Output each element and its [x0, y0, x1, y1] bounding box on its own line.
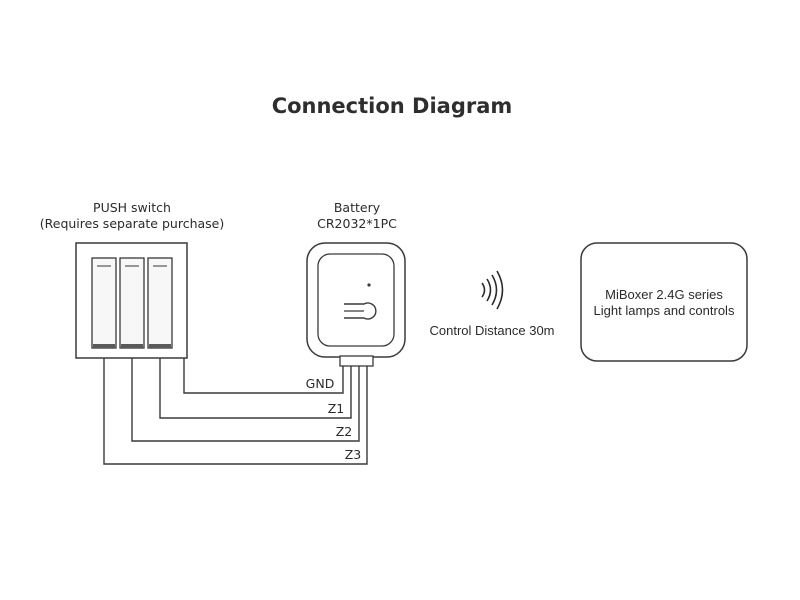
control-distance-label: Control Distance 30m [430, 323, 555, 338]
push-switch-note: (Requires separate purchase) [40, 216, 224, 231]
wire-z2 [131, 358, 360, 442]
terminal-block [339, 355, 374, 367]
button-icon [344, 302, 377, 320]
wireless-signal-icon [481, 270, 504, 310]
wire-z1 [159, 358, 352, 419]
wire-label-gnd: GND [306, 376, 335, 391]
miboxer-device-box [580, 242, 748, 362]
wire-gnd [183, 358, 344, 394]
push-switch-label: PUSH switch [93, 200, 171, 215]
wiring [103, 358, 368, 465]
switch-button-3 [147, 257, 173, 349]
miboxer-series-label: MiBoxer 2.4G series [605, 287, 723, 302]
wire-label-z2: Z2 [336, 424, 353, 439]
wire-z3 [103, 358, 368, 465]
wire-label-z3: Z3 [345, 447, 362, 462]
battery-model: CR2032*1PC [317, 216, 397, 231]
miboxer-description: Light lamps and controls [594, 303, 735, 318]
push-switch-panel [75, 242, 188, 359]
battery-module [306, 242, 406, 367]
battery-label: Battery [334, 200, 381, 215]
switch-button-2 [119, 257, 145, 349]
led-indicator-icon [367, 283, 371, 287]
switch-button-1 [91, 257, 117, 349]
page-title: Connection Diagram [272, 94, 513, 118]
wire-label-z1: Z1 [328, 401, 345, 416]
